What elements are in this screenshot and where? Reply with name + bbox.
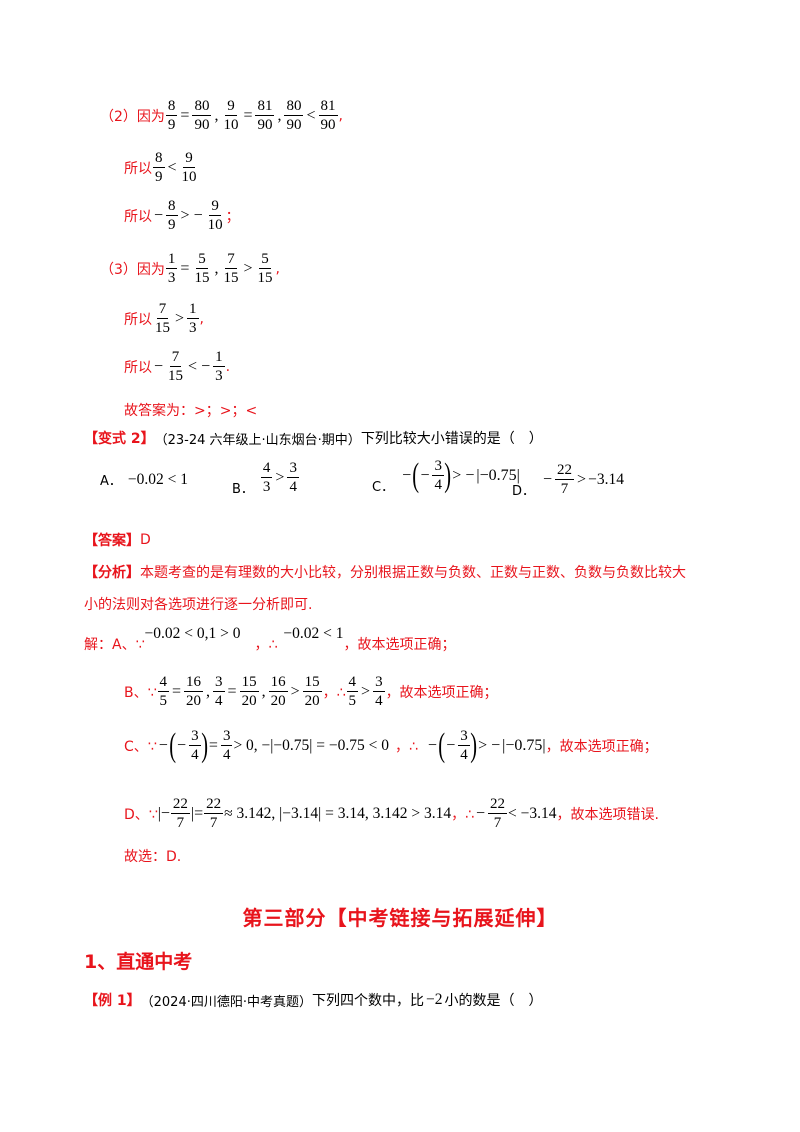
answer-line: 故答案为：>；>；< — [124, 403, 258, 419]
analysis-line2: 小的法则对各选项进行逐一分析即可. — [84, 597, 313, 613]
variant2-tag: 【变式 2】 — [84, 431, 155, 447]
solution-a: 解：A、∵ −0.02 < 0,1 > 0 ，∴ −0.02 < 1 ，故本选项… — [84, 625, 456, 653]
part3-label: （3）因为 — [100, 261, 165, 278]
choose-line: 故选：D. — [124, 849, 182, 865]
example-tag: 【例 1】 — [84, 993, 141, 1009]
section-subtitle: 1、直通中考 — [84, 951, 193, 973]
option-a[interactable]: A． −0.02 < 1 — [100, 470, 189, 490]
example-question: 【例 1】 （2024·四川德阳·中考真题） 下列四个数中，比 −2 小的数是（… — [84, 991, 543, 1010]
analysis-line1: 【分析】 本题考查的是有理数的大小比较，分别根据正数与负数、正数与正数、负数与负… — [84, 565, 686, 581]
section-title: 第三部分【中考链接与拓展延伸】 — [242, 908, 558, 930]
part2-label: （2）因为 — [100, 108, 165, 125]
answer-value: D — [140, 532, 151, 548]
answer-block: 【答案】 D — [84, 532, 151, 549]
variant2-question: 【变式 2】 （23-24 六年级上·山东烟台·期中） 下列比较大小错误的是（ … — [84, 428, 543, 448]
